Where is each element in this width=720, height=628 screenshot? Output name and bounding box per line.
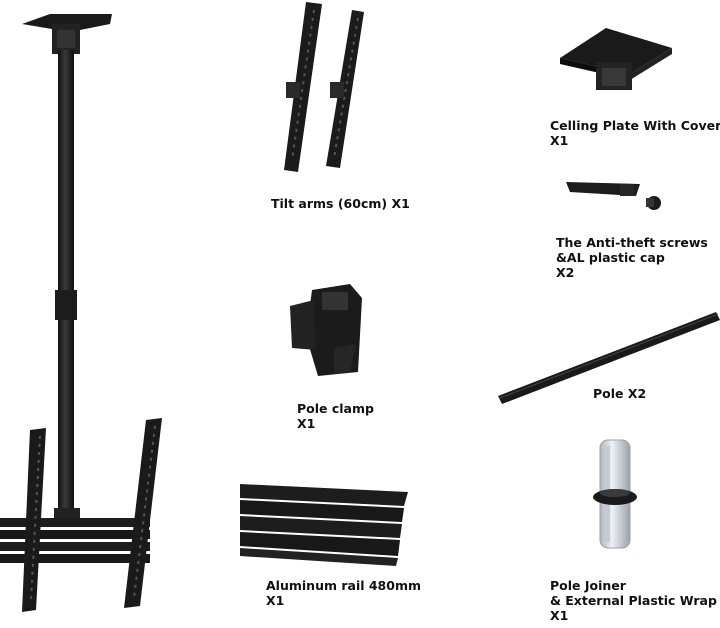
rail-caption-line2: X1	[266, 593, 285, 608]
screws-caption-line3: X2	[556, 265, 575, 280]
ceiling-plate-caption: Celling Plate With Cover X1	[550, 118, 720, 148]
joiner-caption: Pole Joiner & External Plastic Wrap X1	[550, 578, 717, 623]
screws-caption: The Anti-theft screws &AL plastic cap X2	[556, 235, 708, 280]
rail-caption: Aluminum rail 480mm X1	[266, 578, 421, 608]
joiner-caption-line3: X1	[550, 608, 569, 623]
rail-caption-line1: Aluminum rail 480mm	[266, 578, 422, 593]
screws-image	[566, 182, 661, 210]
tilt-arms-image	[284, 2, 364, 172]
pole-joiner-image	[593, 439, 637, 549]
screws-caption-line1: The Anti-theft screws	[556, 235, 708, 250]
assembled-mount-image	[0, 14, 162, 612]
pole-caption-line1: Pole X2	[593, 386, 647, 401]
pole-clamp-caption: Pole clamp X1	[297, 401, 374, 431]
aluminum-rail-image	[240, 484, 408, 566]
tilt-arms-caption-line1: Tilt arms (60cm) X1	[271, 196, 410, 211]
ceiling-plate-caption-line1: Celling Plate With Cover	[550, 118, 720, 133]
tilt-arms-caption: Tilt arms (60cm) X1	[271, 196, 410, 211]
pole-image	[498, 312, 720, 404]
ceiling-plate-image	[560, 28, 672, 90]
pole-clamp-image	[290, 284, 362, 376]
pole-clamp-caption-line1: Pole clamp	[297, 401, 374, 416]
screws-caption-line2: &AL plastic cap	[556, 250, 665, 265]
pole-clamp-caption-line2: X1	[297, 416, 316, 431]
joiner-caption-line2: & External Plastic Wrap	[550, 593, 717, 608]
ceiling-plate-caption-line2: X1	[550, 133, 569, 148]
joiner-caption-line1: Pole Joiner	[550, 578, 626, 593]
pole-caption: Pole X2	[593, 386, 646, 401]
